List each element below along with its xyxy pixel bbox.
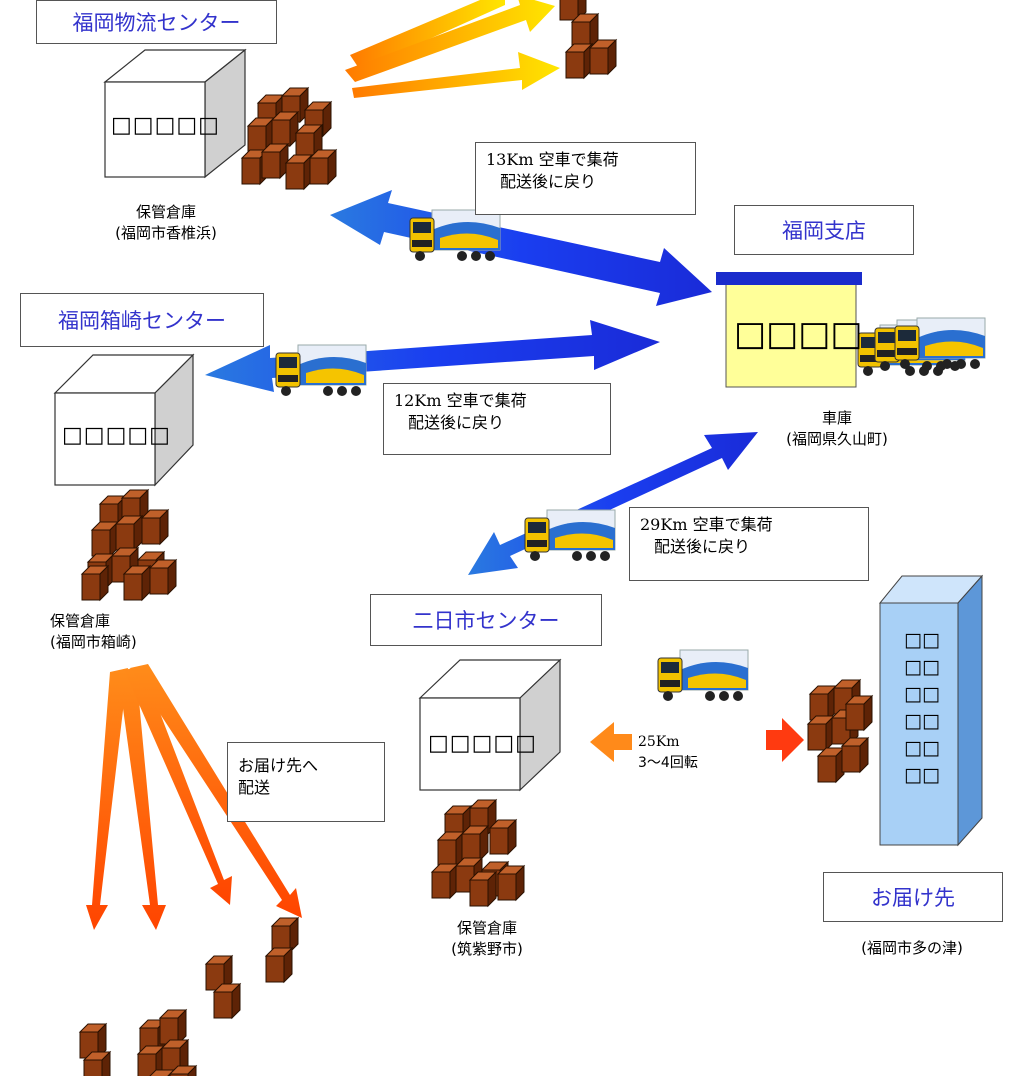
label-fukuoka-butsuryu-center: 福岡物流センター (36, 0, 277, 44)
hakozaki-warehouse (53, 353, 195, 487)
route-note-25km: 25Km 3～4回転 (638, 732, 698, 774)
office-windows: □□ □□ □□ □□ □□ □□ (902, 627, 942, 789)
butsuryu-warehouse-windows: □□□□□ (111, 113, 220, 138)
caption-depot: 車庫 (福岡県久山町) (762, 408, 912, 450)
caption-depot-location: (福岡県久山町) (786, 430, 888, 448)
boxes-destination (807, 679, 873, 783)
delivery-note: お届け先へ 配送 (227, 742, 385, 822)
butsuryu-warehouse (103, 48, 247, 179)
truck-13km (409, 209, 501, 262)
boxes-butsuryu (241, 87, 337, 190)
caption-depot-title: 車庫 (821, 409, 852, 427)
route-29km-detail: 配送後に戻り (654, 537, 751, 556)
route-note-12km: 12Km 空車で集荷 配送後に戻り (383, 383, 611, 455)
label-destination: お届け先 (823, 872, 1003, 922)
office-window-row: □□ (904, 683, 940, 705)
office-window-row: □□ (904, 629, 940, 651)
route-13km-distance: 13Km 空車で集荷 (486, 150, 619, 169)
delivery-note-line2: 配送 (238, 778, 271, 797)
office-building (878, 574, 984, 847)
caption-chikushino-location: (筑紫野市) (451, 940, 523, 958)
route-note-13km: 13Km 空車で集荷 配送後に戻り (475, 142, 696, 215)
caption-hakozaki-title: 保管倉庫 (50, 612, 111, 630)
boxes-futsukaichi (431, 799, 525, 907)
delivery-fan-arrows (86, 664, 302, 930)
truck-12km (275, 344, 367, 397)
office-window-row: □□ (904, 764, 940, 786)
office-window-row: □□ (904, 710, 940, 732)
route-29km-distance: 29Km 空車で集荷 (640, 515, 773, 534)
caption-chikushino-title: 保管倉庫 (456, 919, 517, 937)
depot-trucks (857, 317, 986, 377)
caption-chikushino-warehouse: 保管倉庫 (筑紫野市) (432, 918, 542, 960)
futsukaichi-warehouse-windows: □□□□□ (428, 731, 537, 756)
truck-25km (657, 649, 749, 702)
caption-hakozaki-warehouse: 保管倉庫 (福岡市箱崎) (50, 611, 182, 653)
delivery-note-line1: お届け先へ (238, 756, 319, 775)
depot-building (716, 272, 862, 388)
route-12km-detail: 配送後に戻り (408, 413, 505, 432)
boxes-top (559, 0, 617, 79)
route-13km-detail: 配送後に戻り (500, 172, 597, 191)
futsukaichi-warehouse (418, 658, 562, 792)
blue-arrow-12km (205, 320, 660, 392)
caption-butsuryu-title: 保管倉庫 (135, 203, 196, 221)
caption-butsuryu-warehouse: 保管倉庫 (福岡市香椎浜) (96, 202, 236, 244)
truck-29km (524, 509, 616, 562)
boxes-hakozaki (81, 489, 177, 601)
office-window-row: □□ (904, 656, 940, 678)
caption-destination-location: (福岡市多の津) (861, 939, 963, 957)
route-note-29km: 29Km 空車で集荷 配送後に戻り (629, 507, 869, 581)
route-25km-rotations: 3～4回転 (638, 755, 698, 771)
caption-butsuryu-location: (福岡市香椎浜) (115, 224, 217, 242)
office-window-row: □□ (904, 737, 940, 759)
caption-hakozaki-location: (福岡市箱崎) (50, 633, 137, 651)
label-futsukaichi-center: 二日市センター (370, 594, 602, 646)
route-12km-distance: 12Km 空車で集荷 (394, 391, 527, 410)
depot-windows: □□□□ (734, 314, 863, 354)
orange-arrow-right (766, 718, 804, 762)
yellow-arrows (345, 0, 560, 98)
label-fukuoka-branch: 福岡支店 (734, 205, 914, 255)
orange-arrow-left (590, 722, 632, 762)
hakozaki-warehouse-windows: □□□□□ (62, 423, 171, 448)
label-fukuoka-hakozaki-center: 福岡箱崎センター (20, 293, 264, 347)
boxes-delivery (79, 917, 299, 1076)
route-25km-distance: 25Km (638, 734, 680, 750)
